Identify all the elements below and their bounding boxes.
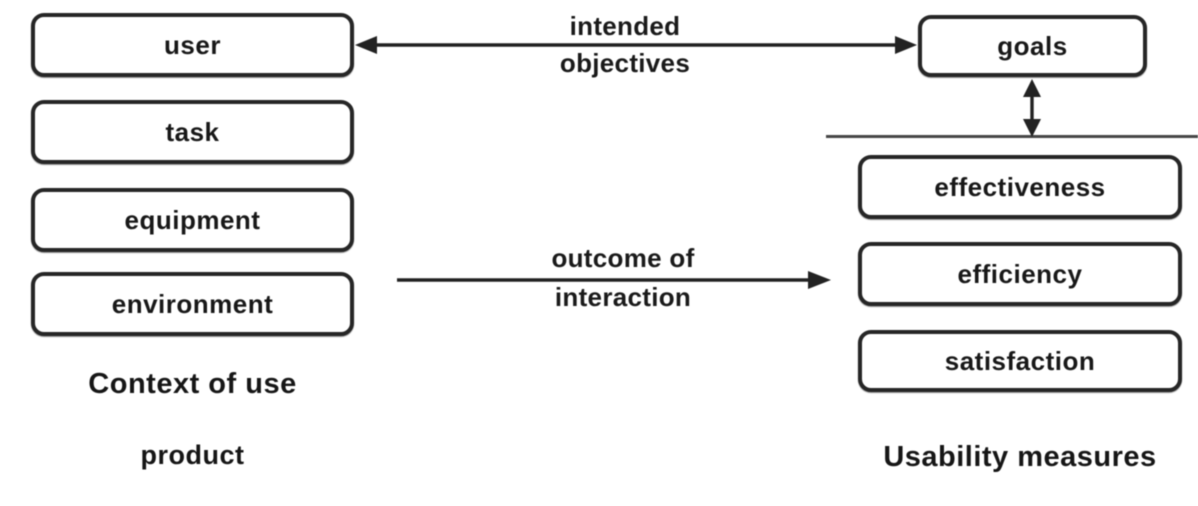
goals-measures-double-arrow-icon xyxy=(1023,79,1041,137)
measure-box-effectiveness-label: effectiveness xyxy=(934,171,1106,202)
measures-divider-line xyxy=(826,135,1198,138)
measure-box-satisfaction-label: satisfaction xyxy=(944,345,1096,376)
goals-box-label: goals xyxy=(997,30,1068,61)
measure-box-satisfaction: satisfaction xyxy=(858,330,1182,392)
intended-objectives-label-line1: intended xyxy=(569,11,681,41)
measure-box-effectiveness: effectiveness xyxy=(858,155,1182,219)
context-box-equipment: equipment xyxy=(31,188,354,252)
context-box-user-label: user xyxy=(164,29,221,60)
product-label: product xyxy=(140,440,245,470)
outcome-of-interaction-arrow-icon xyxy=(397,271,831,289)
outcome-of-interaction-label-line2: interaction xyxy=(554,282,692,312)
intended-objectives-label-line2: objectives xyxy=(559,48,691,78)
intended-objectives-double-arrow-icon xyxy=(355,36,917,54)
context-box-environment: environment xyxy=(31,272,354,336)
context-of-use-title: Context of use xyxy=(88,368,297,400)
measure-box-efficiency-label: efficiency xyxy=(957,258,1083,289)
context-box-user: user xyxy=(31,13,354,77)
goals-box: goals xyxy=(918,15,1147,77)
outcome-of-interaction-label-line1: outcome of xyxy=(551,243,695,273)
context-box-equipment-label: equipment xyxy=(124,204,261,235)
context-box-environment-label: environment xyxy=(111,288,274,319)
context-box-task-label: task xyxy=(165,116,220,147)
measure-box-efficiency: efficiency xyxy=(858,242,1182,306)
usability-measures-title: Usability measures xyxy=(883,441,1157,473)
context-box-task: task xyxy=(31,100,354,164)
